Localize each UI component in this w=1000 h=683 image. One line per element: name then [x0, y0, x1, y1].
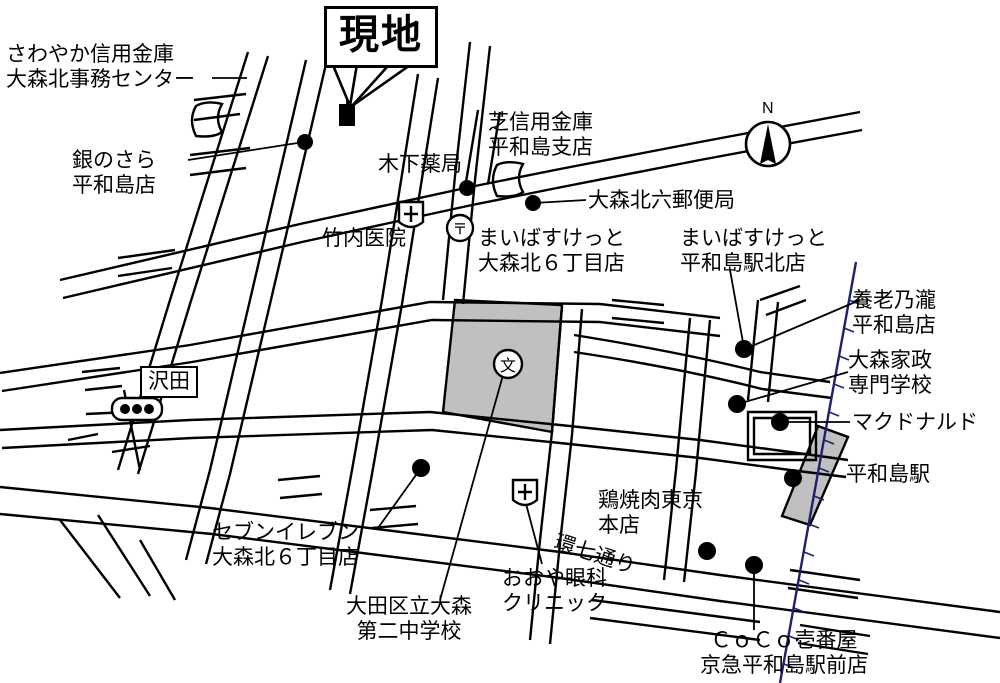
compass-north-label: N — [762, 100, 774, 117]
school-symbol: 文 — [492, 348, 524, 380]
road-kanpachi-dori — [0, 485, 1000, 640]
road-cross-8 — [746, 299, 780, 403]
label-maibasuketto-heiwajimaekikita: まいばすけっと平和島駅北店 — [680, 226, 827, 275]
label-omori-kasei: 大森家政専門学校 — [848, 348, 932, 397]
road-bottom-left — [59, 514, 177, 601]
label-maibasuketto-omorikita6: まいばすけっと大森北６丁目店 — [478, 226, 625, 275]
svg-text:文: 文 — [500, 356, 516, 375]
road-cross-5 — [464, 109, 502, 185]
hospital-symbol-ooya — [511, 478, 539, 507]
road-cross-2 — [184, 59, 328, 565]
intersection-label-sawada: 沢田 — [140, 366, 198, 398]
leader-chugakko — [439, 367, 506, 601]
road-stubs — [67, 92, 807, 530]
road-diagonal-lower — [589, 598, 761, 642]
compass-rose — [744, 120, 792, 168]
leader-kasei — [737, 371, 849, 405]
label-toriyakiniku-tokyo: 鶏焼肉東京本店 — [598, 488, 703, 537]
leader-yubinkyoku — [533, 199, 587, 204]
poi-dot-kinoshita — [459, 180, 475, 196]
label-takeuchi-iin: 竹内医院 — [322, 226, 406, 250]
road-cross-6 — [528, 305, 584, 645]
poi-dot-gin-no-sara — [297, 134, 313, 150]
leader-seven-eleven — [377, 467, 422, 529]
label-gin-no-sara: 銀のさら平和島店 — [72, 148, 156, 197]
leader-ooya — [524, 499, 543, 565]
poi-dot-heiwajima-eki — [784, 469, 802, 487]
label-shiba-shinkin: 芝信用金庫平和島支店 — [488, 110, 593, 159]
label-sawayaka-shinkin: さわやか信用金庫大森北事務センター — [6, 42, 195, 91]
poi-dot-yubinkyoku — [525, 195, 541, 211]
poi-dot-yoronotaki — [735, 340, 753, 358]
label-coco-ichibanya: ＣｏＣｏ壱番屋京急平和島駅前店 — [700, 628, 868, 677]
label-seven-eleven: セブンイレブン大森北６丁目店 — [212, 520, 359, 569]
hospital-symbol-takeuchi — [397, 200, 425, 229]
road-cross-4 — [441, 41, 492, 305]
road-diagonal-mid2 — [0, 410, 701, 460]
leader-gin-no-sara — [187, 141, 305, 161]
leader-lines — [187, 77, 861, 630]
label-omori-kita-roku-yubinkyoku: 大森北六郵便局 — [588, 188, 735, 212]
label-mcdonalds: マクドナルド — [852, 410, 978, 434]
site-callout-box: 現地 — [324, 6, 438, 68]
label-otaku-daini-chugakko: 大田区立大森第二中学校 — [346, 594, 472, 643]
road-diagonal-mid1 — [0, 300, 721, 393]
road-bend-marks — [190, 101, 525, 198]
road-cross-3 — [328, 73, 440, 595]
poi-dot-kasei — [728, 395, 746, 413]
label-yoronotaki: 養老乃瀧平和島店 — [852, 288, 936, 337]
label-heiwajima-eki: 平和島駅 — [846, 462, 930, 486]
poi-dot-toriyakiniku — [698, 542, 716, 560]
post-office-symbol: 〒 — [445, 213, 475, 243]
road-bottom-right — [787, 568, 871, 656]
poi-dot-mcdonalds — [771, 413, 789, 431]
leader-yoronotaki — [744, 299, 861, 350]
svg-text:〒: 〒 — [452, 220, 467, 238]
label-ooya-ganka: おおや眼科クリニック — [502, 566, 607, 615]
road-cross-7 — [662, 317, 712, 583]
railway-keikyu-line — [778, 261, 860, 683]
leader-maibasuketto-kita — [729, 269, 745, 349]
road-curve-east — [573, 333, 763, 391]
traffic-signal-icon — [110, 396, 164, 422]
label-kinoshita-yakkyoku: 木下薬局 — [378, 152, 462, 176]
